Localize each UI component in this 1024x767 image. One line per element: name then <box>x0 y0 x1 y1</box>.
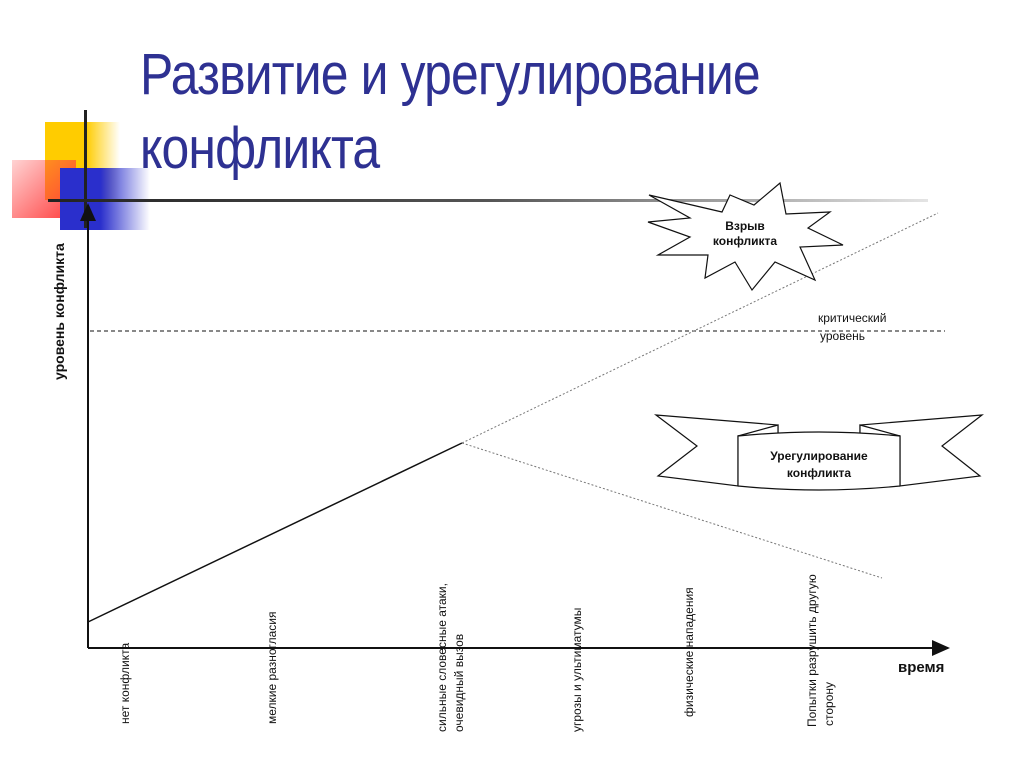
critical-level-label-line-1: критический <box>818 311 886 325</box>
stage-label: мелкие разногласия <box>265 612 279 725</box>
decor-horizontal-line <box>48 199 928 202</box>
explosion-label-line-2: конфликта <box>713 234 778 248</box>
stage-label: сторону <box>822 682 836 726</box>
resolution-line <box>461 442 883 579</box>
resolution-label-line-2: конфликта <box>787 466 852 480</box>
slide-title-line-1: Развитие и урегулирование <box>140 42 761 107</box>
x-axis-label: время <box>898 659 944 676</box>
y-axis-label: уровень конфликта <box>51 243 67 380</box>
stage-label: нет конфликта <box>118 643 132 724</box>
resolution-label-line-1: Урегулирование <box>770 449 868 463</box>
stage-label: физические нападения <box>682 587 696 717</box>
explosion-label-line-1: Взрыв <box>725 219 765 233</box>
decor-vertical-line <box>84 110 87 228</box>
resolution-ribbon <box>653 414 984 491</box>
explosion-shape: Взрыв конфликта <box>647 181 844 292</box>
stage-label: Попытки разрушить другую <box>805 574 819 727</box>
stage-label: угрозы и ультиматумы <box>570 608 584 732</box>
stage-label: очевидный вызов <box>452 634 466 732</box>
development-line <box>87 442 463 623</box>
stage-label: сильные словесные атаки, <box>435 583 449 732</box>
escalation-line <box>461 212 939 444</box>
critical-level-label-line-2: уровень <box>820 329 865 343</box>
slide-title-line-2: конфликта <box>140 116 380 181</box>
slide-title: Развитие и урегулирование конфликта <box>140 38 880 186</box>
